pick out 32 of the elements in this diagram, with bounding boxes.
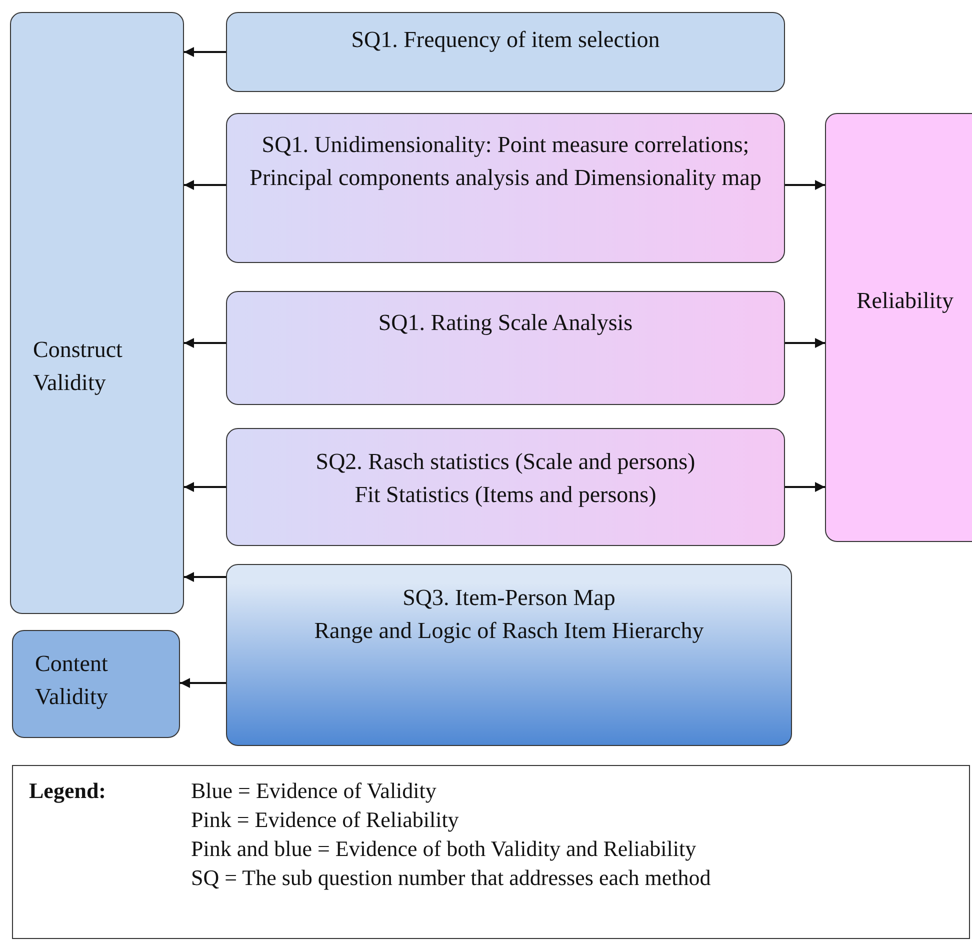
node-text: Reliability	[856, 287, 954, 315]
arrow	[184, 180, 226, 190]
arrow	[785, 482, 825, 492]
arrow	[184, 482, 226, 492]
legend-entry: SQ = The sub question number that addresses each method	[191, 865, 711, 891]
arrow	[785, 338, 825, 348]
category-box	[10, 12, 184, 614]
method-box	[226, 291, 785, 405]
method-box	[226, 428, 785, 546]
node-text: SQ1. Rating Scale Analysis	[378, 309, 633, 337]
node-text: Range and Logic of Rasch Item Hierarchy	[314, 617, 704, 646]
legend-entry: Blue = Evidence of Validity	[191, 778, 436, 804]
category-box	[825, 113, 972, 542]
arrow	[180, 678, 226, 688]
method-box	[226, 564, 792, 746]
arrow	[184, 572, 226, 582]
legend-entry: Pink and blue = Evidence of both Validity and Reliability	[191, 836, 696, 862]
node-text: Content Validity	[35, 650, 109, 712]
arrow	[184, 338, 226, 348]
node-text: SQ2. Rasch statistics (Scale and persons)	[316, 448, 696, 476]
legend-title: Legend:	[29, 778, 106, 804]
category-box	[12, 630, 180, 738]
arrow	[184, 47, 226, 57]
node-text: SQ3. Item-Person Map	[402, 584, 616, 612]
node-text: Construct Validity	[33, 336, 124, 398]
node-text: SQ1. Unidimensionality: Point measure correlations; Principal components analysis and Dimensionality map	[248, 131, 762, 192]
node-text: Fit Statistics (Items and persons)	[354, 481, 656, 510]
node-text: SQ1. Frequency of item selection	[351, 26, 660, 54]
method-box	[226, 113, 785, 263]
legend-entry: Pink = Evidence of Reliability	[191, 807, 459, 833]
arrow	[785, 180, 825, 190]
method-box	[226, 12, 785, 92]
